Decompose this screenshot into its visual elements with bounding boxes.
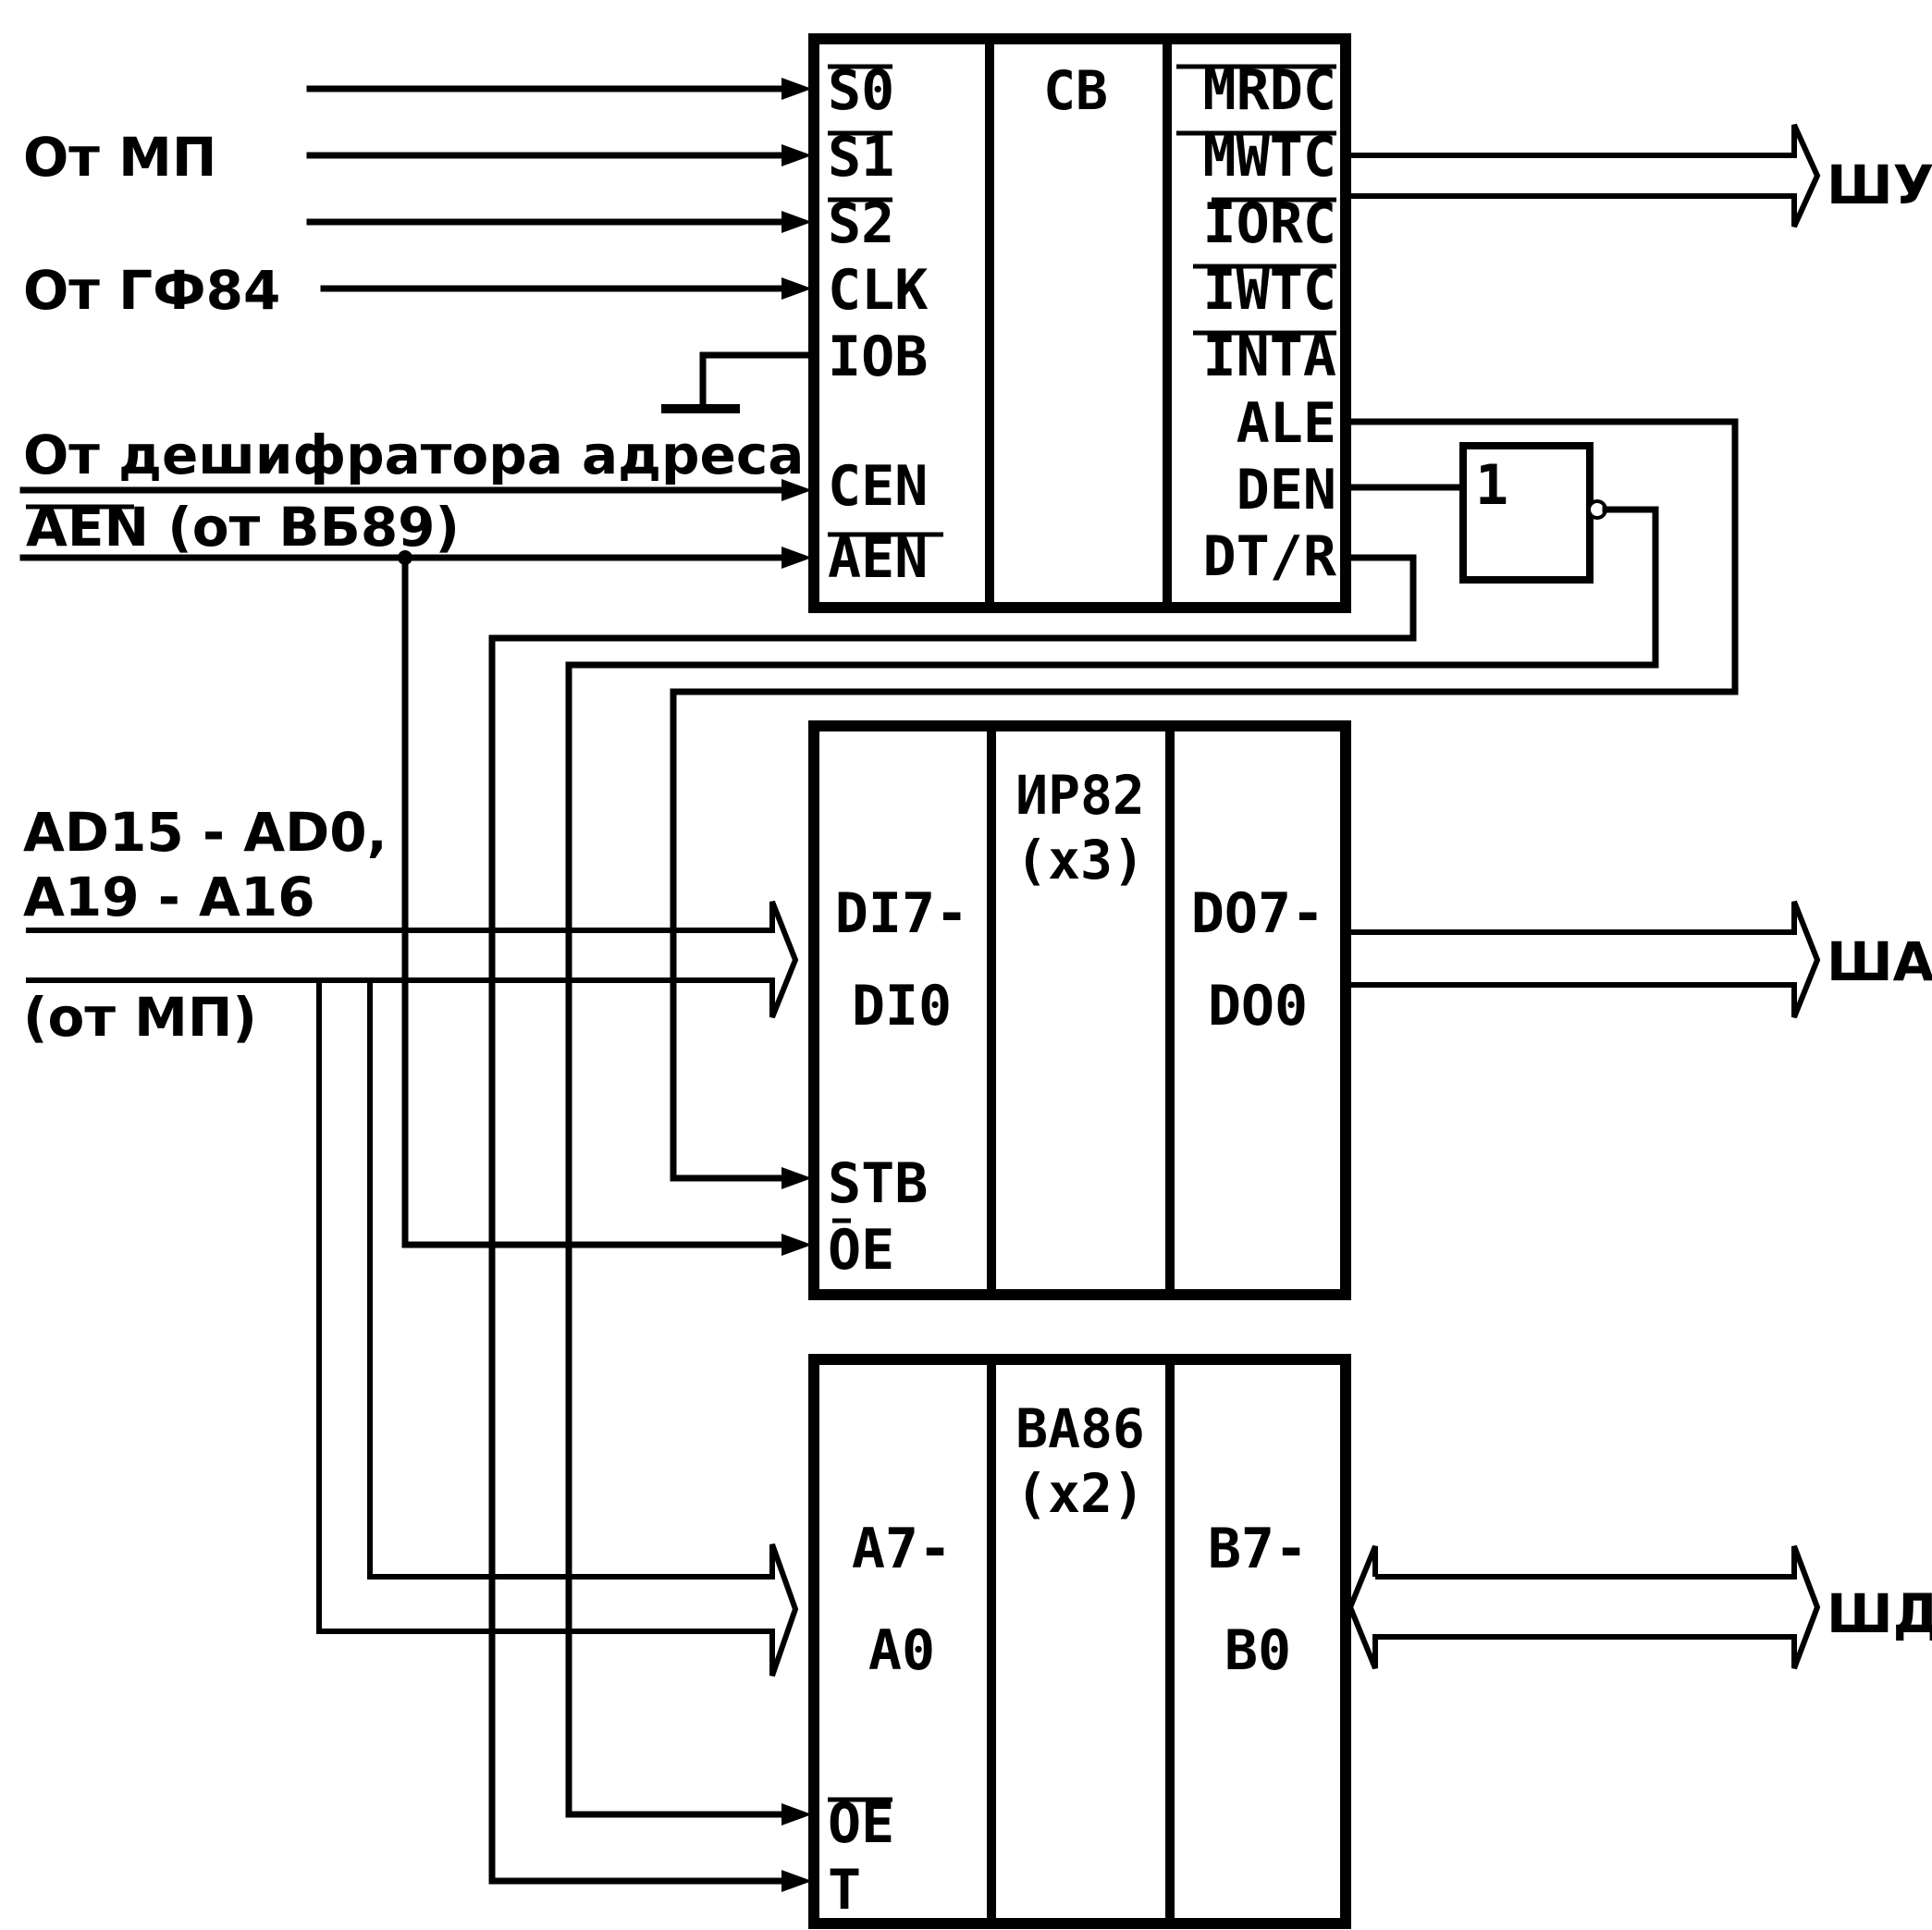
chip-cb: СВ S0 S1 S2 CLK IOB CEN AEN MRDC MWTC IO… — [808, 33, 1351, 613]
bus-label-address: ША — [1827, 930, 1932, 993]
pin-iorc: IORC — [1203, 191, 1337, 256]
cb-input-wires — [19, 78, 816, 569]
pin-s1: S1 — [828, 125, 894, 190]
pin-s2: S2 — [828, 191, 894, 256]
ir82-in-label-1: DI7- — [835, 881, 969, 946]
va86-a-label-1: A7- — [852, 1517, 952, 1581]
address-bus-out — [1347, 900, 1821, 1019]
label-from-mp: От МП — [23, 126, 216, 189]
label-addr-bus-2: A19 - A16 — [23, 866, 315, 928]
wire-inverter-to-va86-oe — [565, 506, 1659, 1818]
pin-dt-r: DT/R — [1203, 524, 1337, 589]
control-bus-arrow — [1347, 123, 1821, 228]
chip-ir82-body — [808, 720, 1351, 1300]
data-bus-bidir — [1347, 1544, 1821, 1670]
wire-dtr-to-va86-t — [488, 554, 1417, 1885]
pin-ale: ALE — [1237, 391, 1336, 456]
pin-cen: CEN — [828, 454, 928, 519]
pin-s0: S0 — [828, 58, 894, 123]
pin-clk: CLK — [828, 258, 928, 323]
chip-va86-count: (x2) — [1015, 1462, 1145, 1525]
address-bus-in — [26, 900, 799, 1677]
label-from-addr-decoder: От дешифратора адреса — [23, 424, 804, 486]
bus-label-control: ШУ — [1827, 154, 1932, 216]
va86-pin-t: T — [828, 1858, 861, 1923]
ir82-out-label-2: DO0 — [1208, 974, 1308, 1039]
pin-iob: IOB — [828, 325, 928, 389]
va86-pin-oe: OE — [828, 1791, 894, 1856]
pin-iwtc: IWTC — [1203, 258, 1337, 323]
ir82-out-label-1: DO7- — [1191, 881, 1325, 946]
chip-cb-title: СВ — [1043, 59, 1108, 122]
bus-label-data: ШД — [1827, 1582, 1932, 1645]
pin-mrdc: MRDC — [1203, 58, 1337, 123]
pin-aen: AEN — [828, 526, 928, 591]
label-addr-bus-1: AD15 - AD0, — [23, 801, 388, 864]
inverter-gate: 1 — [1459, 442, 1607, 584]
chip-va86: ВА86 (x2) A7- A0 B7- B0 OE T — [808, 1354, 1351, 1929]
pin-mwtc: MWTC — [1203, 125, 1337, 190]
chip-cb-body — [808, 33, 1351, 613]
ir82-pin-oe: OE — [828, 1218, 894, 1283]
chip-ir82-title: ИР82 — [1015, 764, 1145, 827]
wire-aen-to-ir82-oe — [401, 554, 794, 1248]
wire-ale-to-stb — [670, 418, 1739, 1182]
chip-ir82: ИР82 (x3) DI7- DI0 DO7- DO0 STB OE — [808, 720, 1351, 1300]
pin-den: DEN — [1237, 458, 1336, 522]
inverter-label: 1 — [1475, 453, 1508, 518]
ir82-pin-stb: STB — [828, 1151, 928, 1216]
label-from-gf84: От ГФ84 — [23, 259, 280, 322]
ir82-in-label-2: DI0 — [852, 974, 952, 1039]
va86-a-label-2: A0 — [868, 1618, 935, 1683]
va86-b-label-1: B7- — [1208, 1517, 1308, 1581]
label-addr-bus-3: (от МП) — [23, 986, 257, 1049]
pin-inta: INTA — [1203, 325, 1337, 389]
chip-va86-body — [808, 1354, 1351, 1929]
va86-b-label-2: B0 — [1224, 1618, 1291, 1683]
chip-ir82-count: (x3) — [1015, 829, 1145, 891]
chip-va86-title: ВА86 — [1015, 1397, 1145, 1460]
